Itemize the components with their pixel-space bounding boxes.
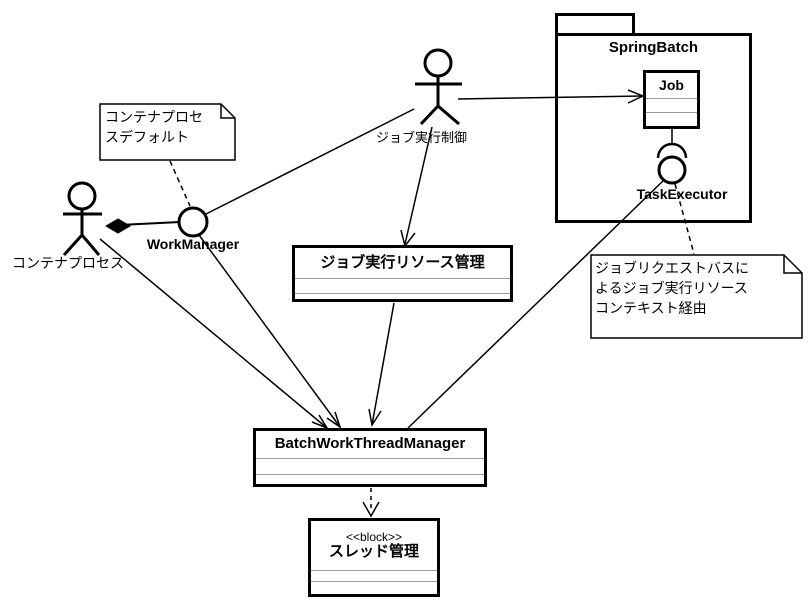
actor-container-process bbox=[62, 181, 102, 257]
class-job-operations bbox=[646, 112, 697, 126]
taskexecutor-socket-arc bbox=[656, 142, 688, 159]
class-batchworkthreadmanager-operations bbox=[256, 474, 484, 484]
class-thread-management-operations bbox=[311, 581, 437, 594]
edge-composition-line bbox=[119, 221, 181, 226]
edge-resource-to-bwtm bbox=[371, 302, 395, 426]
class-resource-management-name: ジョブ実行リソース管理 bbox=[320, 253, 485, 271]
edge-jobexec-to-job bbox=[457, 95, 642, 100]
class-batchworkthreadmanager-attributes bbox=[256, 458, 484, 474]
edge-workmanager-to-jobexec bbox=[205, 108, 415, 215]
class-thread-management-attributes bbox=[311, 570, 437, 581]
springbatch-package-tab bbox=[555, 13, 635, 35]
taskexecutor-interface-label: TaskExecutor bbox=[636, 186, 728, 202]
composition-diamond bbox=[105, 218, 131, 234]
edge-note-to-workmanager bbox=[169, 160, 191, 207]
class-job-name: Job bbox=[659, 76, 684, 93]
class-thread-management-name: スレッド管理 bbox=[328, 542, 419, 560]
note-container-default-line2: スデフォルト bbox=[105, 129, 189, 145]
workmanager-interface-label: WorkManager bbox=[146, 236, 240, 252]
arrowhead-bwtm-mid bbox=[368, 408, 382, 427]
note-job-request-fold bbox=[783, 255, 802, 274]
edge-workmanager-to-bwtm bbox=[198, 234, 341, 428]
note-job-request-text: ジョブリクエストバスに よるジョブ実行リソース コンテキスト経由 bbox=[595, 258, 749, 318]
taskexecutor-ball bbox=[657, 155, 687, 185]
note-container-default-shape bbox=[99, 103, 236, 161]
class-job-attributes bbox=[646, 98, 697, 112]
actor-container-process-head bbox=[67, 181, 97, 211]
edge-containerprocess-to-bwtm bbox=[99, 238, 328, 429]
class-thread-management: <<block>> スレッド管理 bbox=[308, 518, 440, 597]
class-thread-management-header: <<block>> スレッド管理 bbox=[311, 521, 437, 570]
edge-taskexecutor-to-note bbox=[674, 183, 695, 255]
note-container-default-text: コンテナプロセ スデフォルト bbox=[105, 107, 203, 147]
note-job-request-line1: ジョブリクエストバスに bbox=[595, 260, 749, 276]
actor-job-exec-control-label: ジョブ実行制御 bbox=[376, 130, 468, 145]
arrowhead-into-thread bbox=[362, 501, 380, 518]
workmanager-interface-circle bbox=[177, 206, 209, 238]
class-resource-management: ジョブ実行リソース管理 bbox=[292, 245, 513, 302]
class-thread-management-stereotype: <<block>> bbox=[345, 529, 403, 544]
class-job: Job bbox=[643, 70, 700, 129]
springbatch-package-label: SpringBatch bbox=[608, 39, 699, 56]
actor-job-exec-control-head bbox=[423, 48, 453, 78]
note-container-default-line1: コンテナプロセ bbox=[105, 109, 203, 125]
actor-job-exec-control bbox=[415, 48, 462, 126]
springbatch-package-body bbox=[555, 33, 752, 223]
edge-jobexec-to-resource bbox=[404, 126, 433, 245]
class-batchworkthreadmanager-name: BatchWorkThreadManager bbox=[274, 435, 466, 453]
class-resource-management-operations bbox=[295, 293, 510, 299]
note-job-request-line3: コンテキスト経由 bbox=[595, 300, 707, 316]
note-job-request-shape bbox=[590, 254, 803, 339]
class-batchworkthreadmanager: BatchWorkThreadManager bbox=[253, 428, 487, 487]
note-container-default-fold bbox=[220, 104, 235, 119]
actor-container-process-label: コンテナプロセス bbox=[12, 255, 124, 271]
class-resource-management-attributes bbox=[295, 278, 510, 293]
note-job-request-line2: よるジョブ実行リソース bbox=[595, 280, 748, 296]
arrowhead-bwtm-mid-left bbox=[326, 411, 342, 429]
